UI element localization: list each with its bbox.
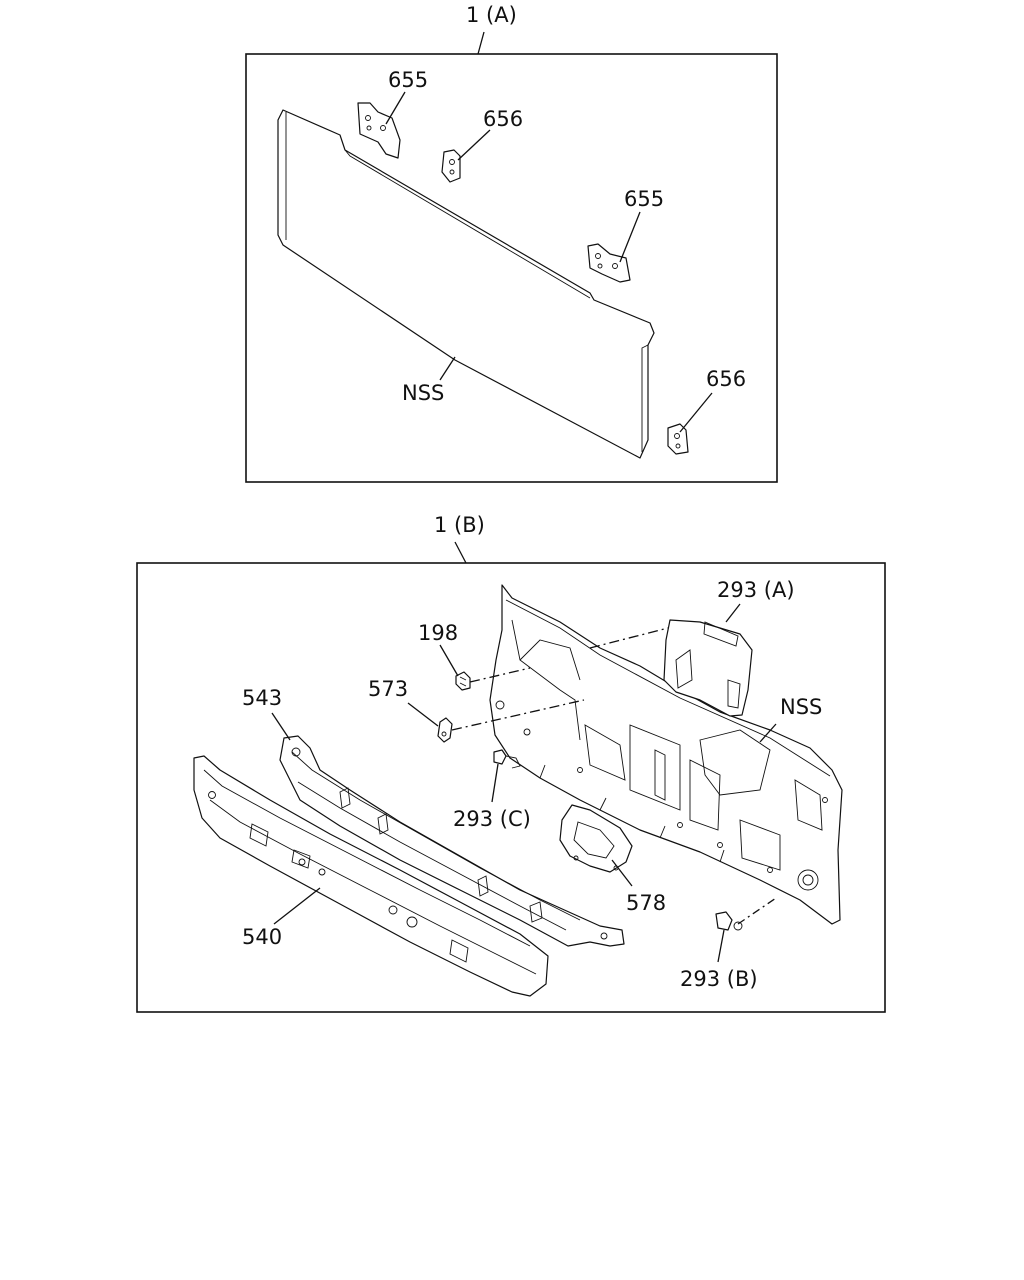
panel-a-title-leader (477, 31, 485, 55)
p293b-label: 293 (B) (680, 967, 758, 991)
p656-top-label: 656 (483, 107, 523, 131)
p656-bot-leader (679, 392, 713, 433)
panel-a: 1 (A) NSS 655 656 (245, 3, 778, 483)
p573-label: 573 (368, 677, 408, 701)
p293c-leader (491, 763, 499, 803)
rail-543 (279, 735, 625, 947)
panel-b: 1 (B) NSS (136, 513, 886, 1013)
p655-top-label: 655 (388, 68, 428, 92)
clip-656-bottom (667, 423, 689, 455)
nss-a-label: NSS (402, 381, 444, 405)
bracket-655-top (357, 102, 401, 159)
p578-label: 578 (626, 891, 666, 915)
member-540 (193, 755, 549, 997)
p655-mid-leader (619, 211, 641, 263)
nss-b-label: NSS (780, 695, 822, 719)
dash-panel-nss (489, 584, 843, 925)
p655-top-leader (385, 91, 406, 125)
p293a-leader (725, 603, 741, 623)
nss-b-leader (759, 723, 777, 743)
p198-label: 198 (418, 621, 458, 645)
p198-leader (439, 644, 459, 677)
clip-656-top (441, 149, 461, 183)
panel-b-title-leader (454, 541, 467, 564)
p293b-leader (717, 929, 725, 963)
clip-293c (493, 749, 521, 769)
p573-dashed-line (451, 699, 585, 731)
p293b-dashed-line (737, 897, 777, 925)
nss-a-leader (439, 356, 456, 381)
hook-573 (437, 717, 453, 743)
insulator-293a (663, 619, 753, 717)
p578-leader (611, 859, 633, 887)
panel-b-title: 1 (B) (434, 513, 485, 537)
p573-leader (407, 702, 439, 727)
panel-a-title: 1 (A) (466, 3, 517, 27)
p293a-dashed-line (589, 627, 669, 649)
p543-leader (271, 712, 291, 741)
p540-leader (273, 887, 321, 925)
p293c-label: 293 (C) (453, 807, 531, 831)
p293a-label: 293 (A) (717, 578, 795, 602)
panel-b-frame (136, 562, 886, 1013)
clip-198 (455, 671, 471, 691)
clip-293b (715, 911, 743, 931)
panel-a-frame (245, 53, 778, 483)
nss-panel-a (277, 109, 655, 459)
p540-label: 540 (242, 925, 282, 949)
p543-label: 543 (242, 686, 282, 710)
p656-top-leader (457, 129, 491, 161)
seal-578 (559, 804, 633, 873)
bracket-655-mid (587, 243, 631, 283)
p655-mid-label: 655 (624, 187, 664, 211)
p656-bot-label: 656 (706, 367, 746, 391)
